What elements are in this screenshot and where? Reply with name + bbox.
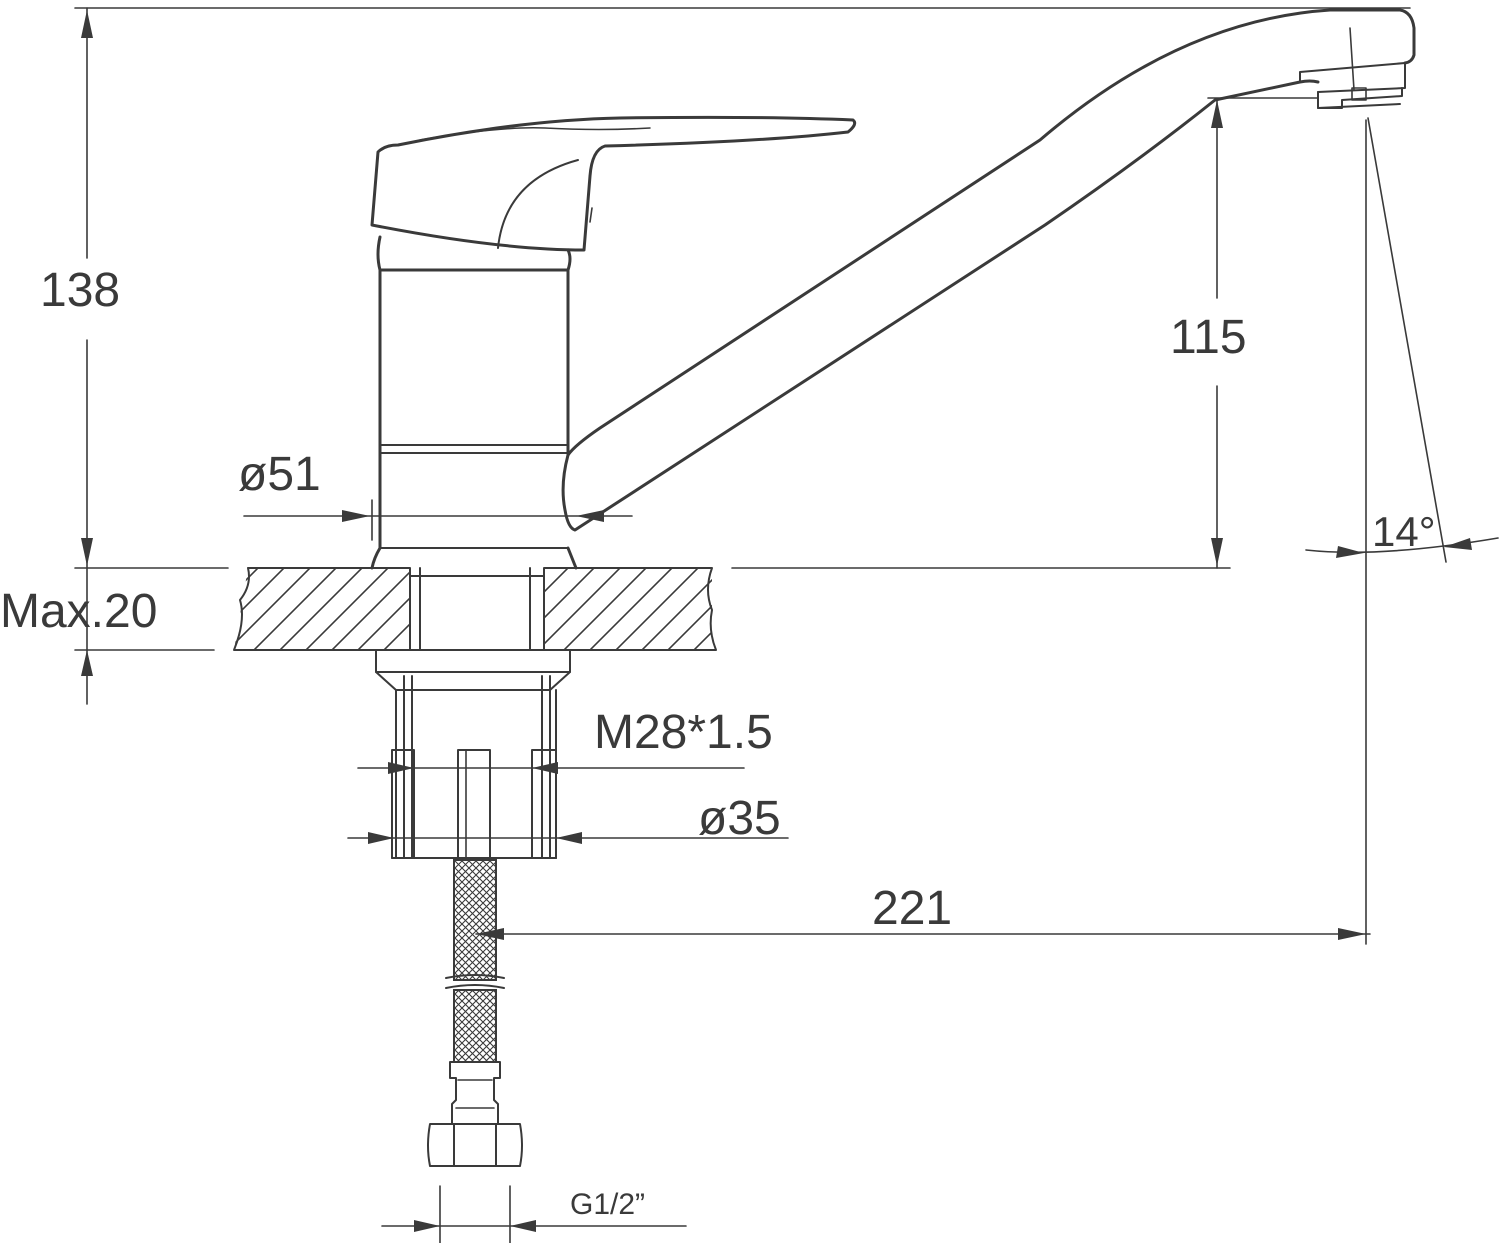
counter-hatch-line: [544, 568, 577, 650]
label-hose-connection: G1/2”: [570, 1188, 645, 1221]
counter-hatch-line: [347, 568, 410, 650]
dim-138-arrow-bottom: [81, 538, 93, 566]
spout-bottom: [561, 79, 1320, 532]
dim-g12-arrow-left: [414, 1220, 440, 1232]
dimension-labels: 138 115 ø51 Max.20 M28*1.5 ø35 221 14° G…: [0, 264, 1436, 1221]
dim-221-arrow-right: [1338, 928, 1366, 940]
counter-left-hatch: [234, 568, 410, 650]
dim-max20-arrow: [81, 650, 93, 676]
dimension-lines: [74, 7, 1499, 1243]
counter-hatch-line: [373, 568, 410, 650]
nut-top: [375, 671, 571, 691]
spout-tip-center: [1349, 27, 1355, 91]
counter-right-hatch: [544, 568, 712, 650]
dim-221-arrow-left: [476, 928, 504, 940]
counter-hatch-line: [605, 568, 707, 650]
counter-hatch-line: [234, 568, 319, 650]
flexible-hose: [427, 859, 523, 1167]
counter-hatch-line: [243, 568, 345, 650]
hose-mesh-lower: [453, 989, 497, 1063]
dim-g12-arrow-right: [510, 1220, 536, 1232]
hose-break: [445, 974, 505, 989]
dim-138-arrow-top: [81, 10, 93, 38]
dim-115-arrow-bottom: [1211, 538, 1223, 566]
body-base: [370, 546, 578, 570]
dim-51-arrow-left: [342, 510, 370, 522]
counter-hatch-line: [709, 568, 712, 650]
washer: [375, 649, 571, 673]
dim-14-angle-line: [1367, 117, 1447, 563]
counter-hatch-line: [269, 568, 371, 650]
label-spout-height: 115: [1170, 311, 1247, 364]
dim-14-arrow-left: [1336, 546, 1364, 558]
counter-hatch-line: [544, 568, 629, 650]
counter-hatch-line: [544, 568, 603, 650]
label-max-counter: Max.20: [0, 585, 157, 638]
hose-mesh-upper: [453, 859, 497, 981]
dim-115-arrow-top: [1211, 100, 1223, 128]
spout-top: [566, 8, 1416, 457]
hose-nut: [427, 1123, 523, 1167]
aerator-nub: [1351, 87, 1367, 101]
center-stud: [457, 749, 491, 859]
counter-hatch-line: [657, 568, 712, 650]
counter-hatch-line: [553, 568, 655, 650]
label-thread: M28*1.5: [594, 706, 773, 759]
counter-left-outline: [233, 567, 411, 651]
aerator: [1317, 87, 1403, 109]
lever-inner-curve: [497, 159, 579, 249]
counter-right-outline: [543, 567, 717, 651]
counter-hatch-line: [234, 568, 267, 650]
dim-35-arrow-left: [368, 832, 394, 844]
counter-hatch-line: [234, 568, 293, 650]
label-spout-reach: 221: [872, 882, 952, 935]
counter-hatch-line: [579, 568, 681, 650]
counter-hatch-line: [683, 568, 712, 650]
counter-hatch-line: [295, 568, 397, 650]
lever-handle: [370, 115, 857, 252]
mounting-hardware: [375, 649, 571, 859]
dim-m28-arrow-right: [532, 762, 558, 774]
label-spout-angle: 14°: [1372, 508, 1436, 555]
lever-side-mark: [589, 207, 593, 223]
label-height-total: 138: [40, 264, 120, 317]
body-cap: [376, 235, 572, 272]
dim-35-arrow-right: [556, 832, 582, 844]
dim-14-arrow-right: [1444, 538, 1472, 550]
counter-hatch-line: [631, 568, 712, 650]
lever-top-crease: [419, 126, 651, 141]
hose-ferrule: [449, 1061, 501, 1125]
countertop-section: [233, 567, 717, 651]
dim-51-arrow-right: [576, 510, 604, 522]
label-shank-diameter: ø35: [698, 792, 781, 845]
dim-m28-arrow-left: [388, 762, 414, 774]
counter-hatch-line: [321, 568, 410, 650]
label-body-diameter: ø51: [238, 448, 321, 501]
faucet-outline: [370, 8, 1416, 570]
